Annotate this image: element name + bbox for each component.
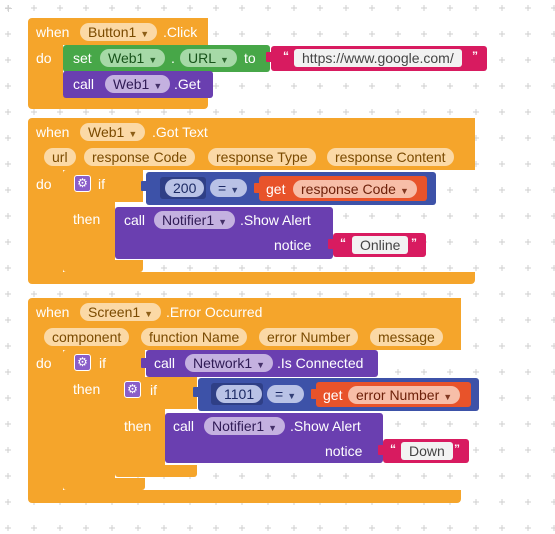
number-field[interactable]: 200: [165, 179, 205, 197]
text-block-tab: [328, 239, 334, 249]
then-keyword: then: [124, 418, 152, 434]
call-keyword: call: [154, 355, 176, 371]
text-block-tab: [378, 445, 384, 455]
dropdown-arrow-icon: ▼: [128, 129, 138, 139]
down-text-field[interactable]: Down: [401, 442, 453, 460]
quote-icon: ”: [472, 49, 478, 63]
gear-icon[interactable]: ⚙: [124, 381, 141, 398]
dropdown-arrow-icon: ▼: [218, 217, 228, 227]
if-then-block-side: [63, 200, 115, 264]
dot-separator: .: [171, 50, 175, 66]
property-dropdown[interactable]: URL▼: [180, 49, 237, 67]
quote-icon: “: [390, 442, 396, 456]
notice-keyword: notice: [325, 443, 363, 459]
dropdown-arrow-icon: ▼: [268, 423, 278, 433]
event-name: .Got Text: [152, 124, 208, 140]
do-keyword: do: [36, 355, 52, 371]
dropdown-arrow-icon: ▼: [148, 55, 158, 65]
get-variable-tab: [311, 389, 317, 399]
call-component-dropdown[interactable]: Web1▼: [105, 75, 171, 93]
compare-block-tab: [193, 387, 199, 397]
then-keyword: then: [73, 381, 101, 397]
set-component-dropdown[interactable]: Web1▼: [100, 49, 166, 67]
online-text-field[interactable]: Online: [352, 236, 409, 254]
method-name: .Show Alert: [240, 212, 311, 228]
method-name: .Show Alert: [290, 418, 361, 434]
dropdown-arrow-icon: ▼: [256, 360, 266, 370]
notifier-dropdown[interactable]: Notifier1▼: [204, 417, 286, 435]
component-dropdown[interactable]: Button1▼: [80, 23, 158, 41]
do-keyword: do: [36, 176, 52, 192]
when-keyword: when: [36, 304, 70, 320]
method-name: .Is Connected: [277, 355, 364, 371]
inner-if-then-footer: [115, 465, 197, 477]
component-dropdown[interactable]: Web1▼: [80, 123, 146, 141]
text-block-tab: [266, 52, 272, 62]
then-keyword: then: [73, 211, 101, 227]
number-field[interactable]: 1101: [216, 385, 263, 403]
gear-icon[interactable]: ⚙: [74, 354, 91, 371]
param-message[interactable]: message: [370, 328, 443, 346]
to-keyword: to: [244, 50, 256, 66]
event-block-button1-click-footer: [28, 96, 208, 109]
param-error-number[interactable]: error Number: [259, 328, 359, 346]
event-block-button1-click-side: [28, 44, 63, 99]
operator-dropdown[interactable]: =▼: [210, 179, 248, 197]
quote-icon: ”: [411, 236, 417, 250]
param-response-content[interactable]: response Content: [327, 148, 454, 166]
dropdown-arrow-icon: ▼: [140, 29, 150, 39]
event-block-web1-footer: [28, 272, 475, 284]
event-block-screen1-footer: [28, 490, 461, 503]
compare-block-tab: [141, 181, 147, 191]
dropdown-arrow-icon: ▼: [399, 186, 409, 196]
dropdown-arrow-icon: ▼: [220, 55, 229, 65]
quote-icon: “: [340, 236, 346, 250]
param-response-code[interactable]: response Code: [84, 148, 195, 166]
event-name: .Error Occurred: [166, 304, 263, 320]
event-block-screen1-side: [28, 348, 63, 494]
variable-dropdown[interactable]: response Code▼: [293, 180, 417, 198]
dropdown-arrow-icon: ▼: [230, 185, 240, 195]
call-keyword: call: [73, 76, 95, 92]
param-component[interactable]: component: [44, 328, 130, 346]
quote-icon: ”: [454, 442, 460, 456]
event-block-web1-side: [28, 168, 63, 276]
dropdown-arrow-icon: ▼: [144, 309, 154, 319]
outer-if-then-side: [63, 378, 115, 482]
notice-keyword: notice: [274, 237, 312, 253]
method-name: .Get: [174, 76, 201, 92]
get-variable-tab: [254, 183, 260, 193]
if-keyword: if: [150, 382, 157, 398]
network-dropdown[interactable]: Network1▼: [185, 354, 274, 372]
if-keyword: if: [99, 355, 106, 371]
outer-if-then-footer: [63, 478, 145, 490]
operator-dropdown[interactable]: =▼: [267, 385, 305, 403]
param-response-type[interactable]: response Type: [208, 148, 316, 166]
notifier-dropdown[interactable]: Notifier1▼: [154, 211, 236, 229]
if-then-block-footer: [63, 260, 143, 272]
do-keyword: do: [36, 50, 52, 66]
dropdown-arrow-icon: ▼: [443, 392, 453, 402]
url-text-field[interactable]: https://www.google.com/: [294, 49, 462, 67]
variable-dropdown[interactable]: error Number▼: [348, 386, 461, 404]
dropdown-arrow-icon: ▼: [287, 391, 297, 401]
get-keyword: get: [323, 387, 343, 403]
quote-icon: “: [283, 49, 289, 63]
dropdown-arrow-icon: ▼: [153, 81, 163, 91]
get-keyword: get: [266, 181, 286, 197]
call-keyword: call: [173, 418, 195, 434]
call-keyword: call: [124, 212, 146, 228]
param-function-name[interactable]: function Name: [141, 328, 248, 346]
event-name: .Click: [163, 24, 198, 40]
set-keyword: set: [73, 50, 92, 66]
component-dropdown[interactable]: Screen1▼: [80, 303, 162, 321]
gear-icon[interactable]: ⚙: [74, 175, 91, 192]
set-property-block[interactable]: [63, 45, 270, 72]
inner-if-then-side: [115, 407, 165, 469]
if-keyword: if: [98, 176, 105, 192]
when-keyword: when: [36, 124, 70, 140]
is-connected-tab: [141, 358, 147, 368]
when-keyword: when: [36, 24, 70, 40]
param-url[interactable]: url: [44, 148, 76, 166]
